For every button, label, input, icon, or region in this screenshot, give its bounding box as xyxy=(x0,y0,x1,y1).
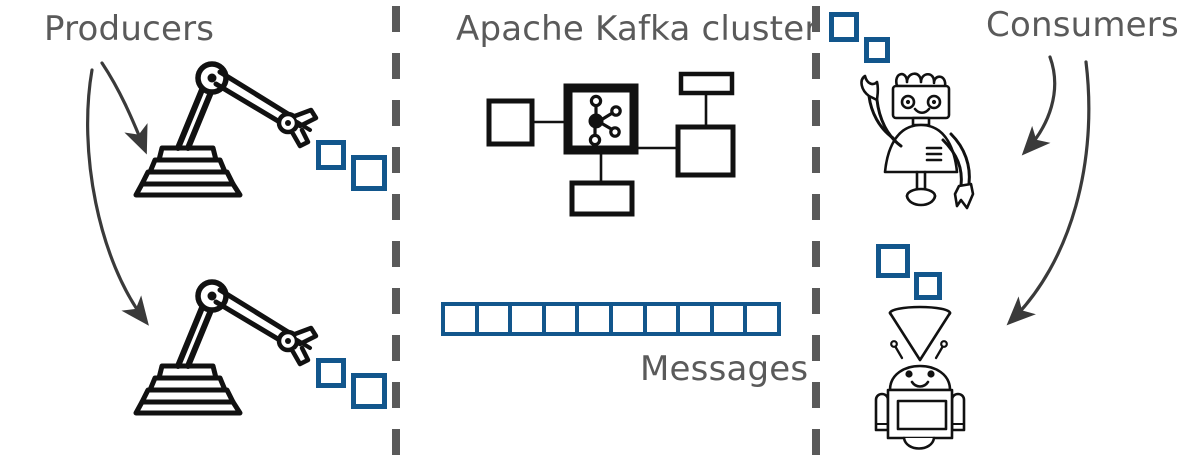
arrow-consumer-top xyxy=(1021,55,1057,156)
page-title-kafka-cluster: Apache Kafka cluster xyxy=(456,9,819,49)
message-square-consumer-top-1 xyxy=(829,12,859,42)
kafka-cluster-graph xyxy=(486,71,736,217)
page-title-producers: Producers xyxy=(44,9,215,49)
message-cell xyxy=(445,306,479,332)
robot-screen-icon xyxy=(874,305,966,450)
arrow-producer-top xyxy=(100,61,148,155)
message-cell xyxy=(612,306,647,332)
message-square-producer-top-2 xyxy=(351,155,387,191)
message-cell xyxy=(713,306,748,332)
robot-arm-icon-bottom xyxy=(133,279,319,416)
message-cell xyxy=(646,306,681,332)
messages-bar xyxy=(441,302,781,336)
message-square-consumer-top-2 xyxy=(864,37,890,63)
kafka-broker-left xyxy=(486,98,535,147)
message-square-consumer-bottom-2 xyxy=(914,272,942,300)
divider-kafka-consumers xyxy=(812,6,820,464)
page-title-consumers: Consumers xyxy=(986,5,1179,45)
kafka-logo-icon xyxy=(588,94,622,147)
kafka-broker-bottom xyxy=(569,180,635,217)
message-square-consumer-bottom-1 xyxy=(876,244,910,278)
kafka-broker-top-right xyxy=(678,71,735,96)
arrow-producer-bottom xyxy=(86,68,149,326)
message-cell xyxy=(512,306,546,332)
message-cell xyxy=(478,306,513,332)
robot-waving-icon xyxy=(860,72,975,210)
divider-producers-kafka xyxy=(392,6,400,464)
message-square-producer-bottom-1 xyxy=(316,358,346,388)
message-cell xyxy=(747,306,777,332)
message-cell xyxy=(545,306,580,332)
message-cell xyxy=(680,306,714,332)
message-cell xyxy=(579,306,613,332)
page-title-messages: Messages xyxy=(640,349,809,389)
robot-arm-icon-top xyxy=(133,61,319,198)
arrow-consumer-bottom xyxy=(1006,60,1091,326)
message-square-producer-bottom-2 xyxy=(351,373,387,409)
kafka-broker-right xyxy=(675,124,736,178)
message-square-producer-top-1 xyxy=(316,140,346,170)
